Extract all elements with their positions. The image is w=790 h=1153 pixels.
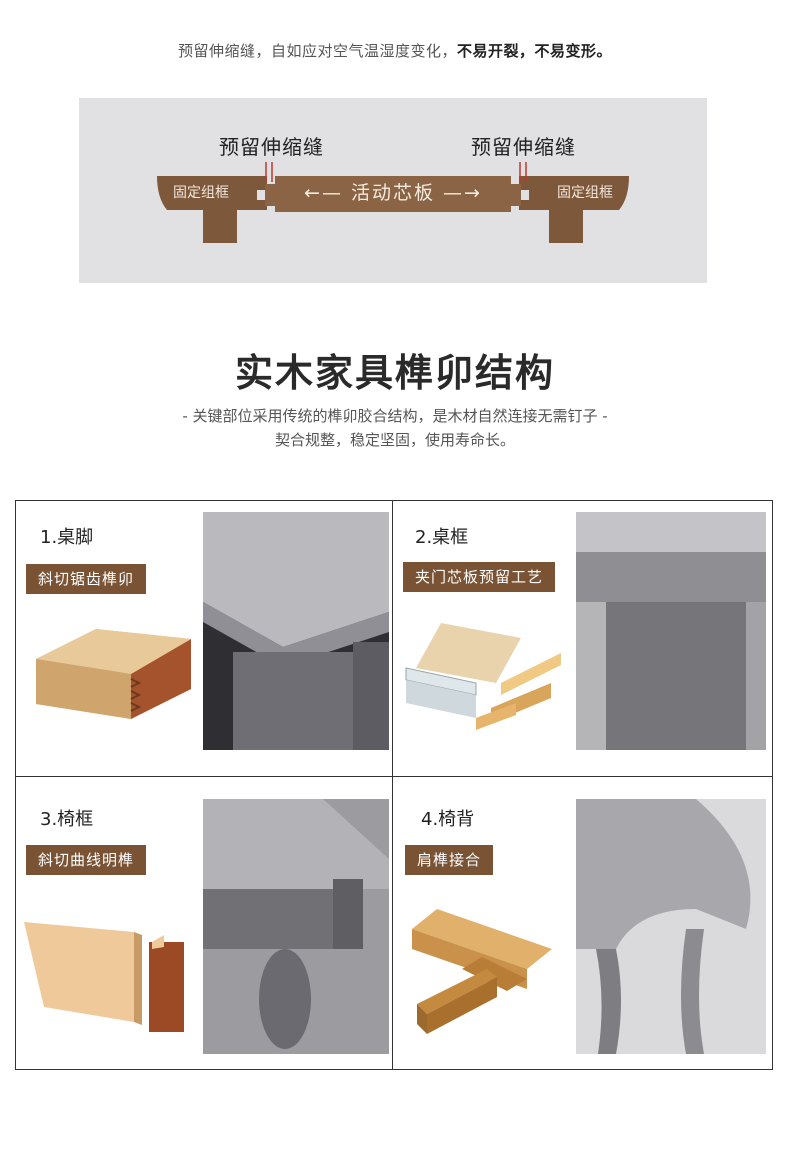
- section-subtitle: - 关键部位采用传统的榫卯胶合结构，是木材自然连接无需钉子 - 契合规整，稳定坚…: [0, 404, 790, 452]
- table-leg-photo: [203, 512, 389, 750]
- joinery-grid: 1.桌脚 斜切锯齿榫卯 2.桌框 夹门芯板预留工艺: [15, 500, 773, 1070]
- joinery-cell-chair-back: 4.椅背 肩榫接合: [393, 777, 769, 1054]
- curved-tenon-joint-icon: [24, 922, 184, 1032]
- section-title: 实木家具榫卯结构: [234, 350, 555, 395]
- dovetail-joint-icon: [36, 629, 191, 719]
- cell-number: 4.椅背: [421, 809, 475, 830]
- gap-label-left: 预留伸缩缝: [219, 135, 324, 159]
- chair-back-photo: [576, 799, 766, 1054]
- intro-normal: 预留伸缩缝，自如应对空气温湿度变化，: [177, 42, 457, 60]
- cell-tag: 夹门芯板预留工艺: [403, 562, 556, 592]
- grid-divider-vertical: [392, 501, 393, 1069]
- cell-number: 2.桌框: [415, 527, 469, 548]
- frame-label-right: 固定组框: [557, 185, 613, 201]
- panel-label: ←— 活动芯板 —→: [304, 182, 482, 204]
- grid-divider-horizontal: [16, 776, 772, 777]
- frame-label-left: 固定组框: [173, 185, 229, 201]
- cell-tag: 斜切锯齿榫卯: [26, 564, 147, 594]
- joinery-cell-chair-frame: 3.椅框 斜切曲线明榫: [16, 777, 392, 1054]
- gap-label-right: 预留伸缩缝: [471, 135, 576, 159]
- expansion-gap-diagram: 预留伸缩缝 预留伸缩缝 固定组框 固定组框 ←— 活动芯板 —→: [79, 98, 707, 283]
- shoulder-tenon-joint-icon: [412, 909, 552, 1034]
- subtitle-line-2: 契合规整，稳定坚固，使用寿命长。: [274, 431, 515, 449]
- joinery-cell-table-frame: 2.桌框 夹门芯板预留工艺: [393, 501, 769, 776]
- chair-frame-photo: [203, 799, 389, 1054]
- cell-number: 3.椅框: [40, 809, 94, 830]
- cell-tag: 斜切曲线明榫: [26, 845, 147, 875]
- joinery-cell-table-leg: 1.桌脚 斜切锯齿榫卯: [16, 501, 392, 776]
- intro-bold: 不易开裂，不易变形。: [457, 42, 613, 60]
- frame-panel-illustration: [157, 162, 629, 243]
- cell-tag: 肩榫接合: [405, 845, 494, 875]
- subtitle-line-1: - 关键部位采用传统的榫卯胶合结构，是木材自然连接无需钉子 -: [182, 407, 608, 425]
- table-frame-photo: [576, 512, 766, 750]
- intro-text: 预留伸缩缝，自如应对空气温湿度变化，不易开裂，不易变形。: [0, 40, 790, 61]
- panel-frame-joint-icon: [405, 623, 561, 730]
- cell-number: 1.桌脚: [40, 527, 94, 548]
